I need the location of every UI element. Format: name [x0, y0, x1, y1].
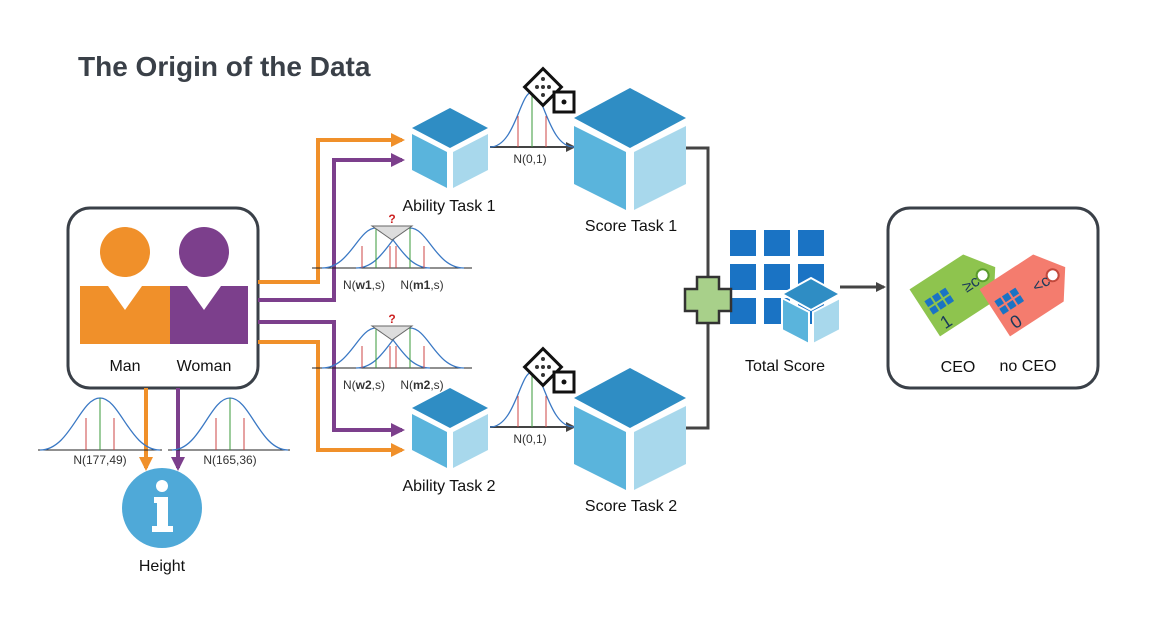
dice-icon: [522, 346, 576, 394]
height-woman-dist-label: N(165,36): [203, 453, 256, 467]
height-man-distribution: N(177,49): [38, 397, 162, 467]
height-man-dist-label: N(177,49): [73, 453, 126, 467]
person-man-icon: [80, 227, 170, 344]
height-label: Height: [139, 558, 186, 575]
man-to-task2-arrow: [258, 340, 405, 457]
noise-2-label: N(0,1): [513, 432, 546, 446]
page-title: The Origin of the Data: [78, 51, 371, 82]
total-score-label: Total Score: [745, 358, 825, 375]
dice-icon: [522, 66, 576, 114]
ability-task-1-cube-icon: [412, 108, 488, 188]
score-connectors: [686, 146, 710, 430]
task1-woman-dist-label: N(w1,s): [343, 278, 385, 292]
ability-task-2-cube-icon: [412, 388, 488, 468]
task2-woman-dist-label: N(w2,s): [343, 378, 385, 392]
man-to-task1-arrow: [258, 133, 405, 284]
task2-ability-distributions: ? N(w2,s) N(m2,s): [312, 312, 472, 392]
task1-question-mark: ?: [388, 212, 395, 226]
total-score-cube-icon: [779, 276, 843, 346]
woman-label: Woman: [177, 358, 232, 375]
task1-man-dist-label: N(m1,s): [400, 278, 443, 292]
ceo-tag-symbol: ≥c: [960, 273, 983, 296]
score-task-1-label: Score Task 1: [585, 218, 677, 235]
height-woman-distribution: N(165,36): [168, 397, 290, 467]
woman-to-task2-arrow: [258, 320, 405, 437]
info-icon: [122, 468, 202, 548]
group-arrows: [139, 133, 405, 471]
no-ceo-tag-symbol: <c: [1030, 273, 1054, 297]
woman-to-task1-arrow: [258, 153, 405, 302]
task2-question-mark: ?: [388, 312, 395, 326]
noise-1-label: N(0,1): [513, 152, 546, 166]
ability-task-2-label: Ability Task 2: [402, 478, 495, 495]
score-task-2-cube-icon: [574, 368, 686, 490]
score-task-1-cube-icon: [574, 88, 686, 210]
task2-man-dist-label: N(m2,s): [400, 378, 443, 392]
man-label: Man: [109, 358, 140, 375]
no-ceo-label: no CEO: [1000, 358, 1057, 375]
population-box: Man Woman: [66, 206, 260, 390]
plus-icon: [683, 275, 733, 325]
score-task-2-label: Score Task 2: [585, 498, 677, 515]
ceo-label: CEO: [941, 359, 976, 376]
noise-1-distribution: N(0,1): [489, 91, 576, 166]
no-ceo-tag-icon: <c 0: [979, 254, 1066, 337]
task1-ability-distributions: ? N(w1,s) N(m1,s): [312, 212, 472, 292]
person-woman-icon: [170, 227, 248, 344]
ability-task-1-label: Ability Task 1: [402, 198, 495, 215]
ceo-tag-icon: ≥c 1: [909, 254, 996, 337]
